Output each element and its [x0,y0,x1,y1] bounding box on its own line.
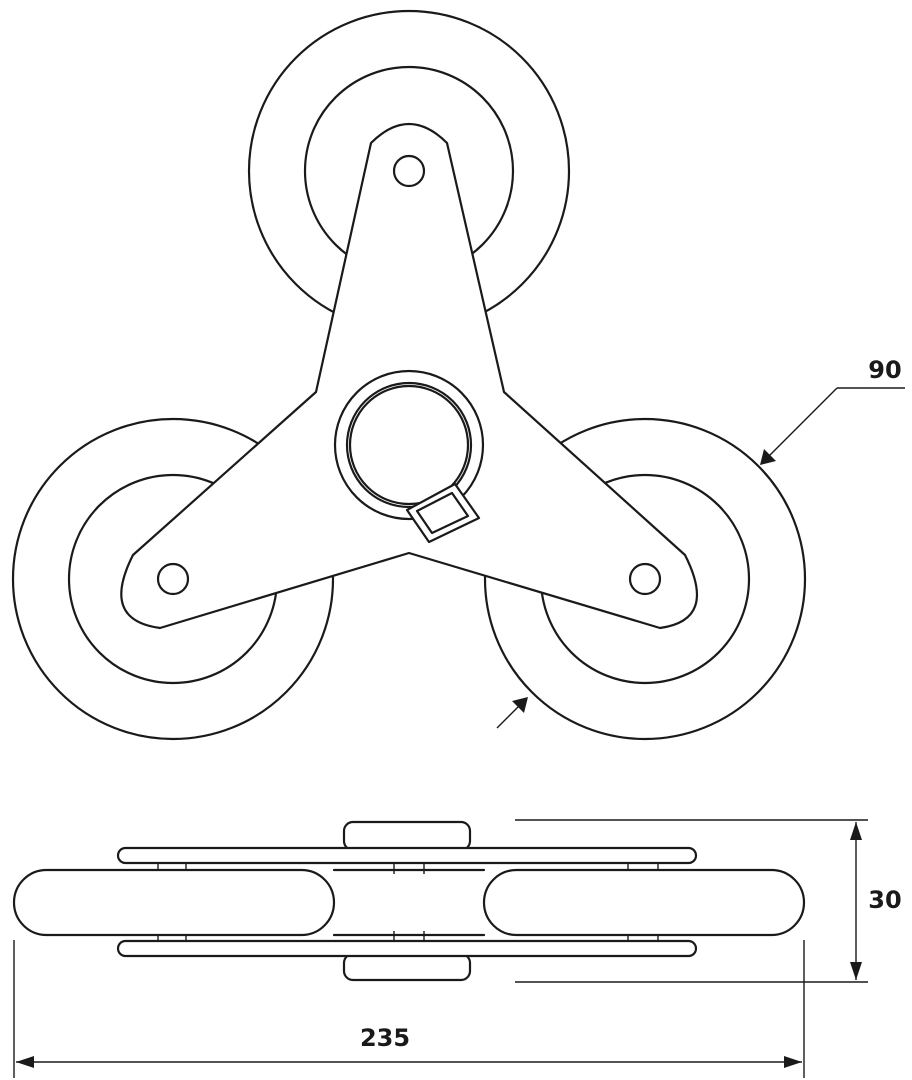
top-view [11,9,807,741]
side-view [12,820,806,982]
axle-hole-left [156,562,190,596]
thickness-label: 30 [868,886,901,914]
wheel-left-side [12,868,336,937]
wheel-right-side [482,868,806,937]
axle-hole-right [628,562,662,596]
side-plate-bottom [116,939,698,958]
width-label: 235 [360,1024,410,1052]
diameter-dimension: 90 [496,356,905,729]
width-dimension: 235 [13,940,805,1078]
tri-star-frame [120,122,699,630]
hub-cap-bottom [342,952,472,982]
side-plate-top [116,846,698,865]
center-hub [333,369,485,544]
diameter-label: 90 [868,356,901,384]
thickness-dimension: 30 [515,819,902,983]
hub-cap-top [342,820,472,852]
locking-clip [405,482,481,544]
axle-hole-top [392,154,426,188]
